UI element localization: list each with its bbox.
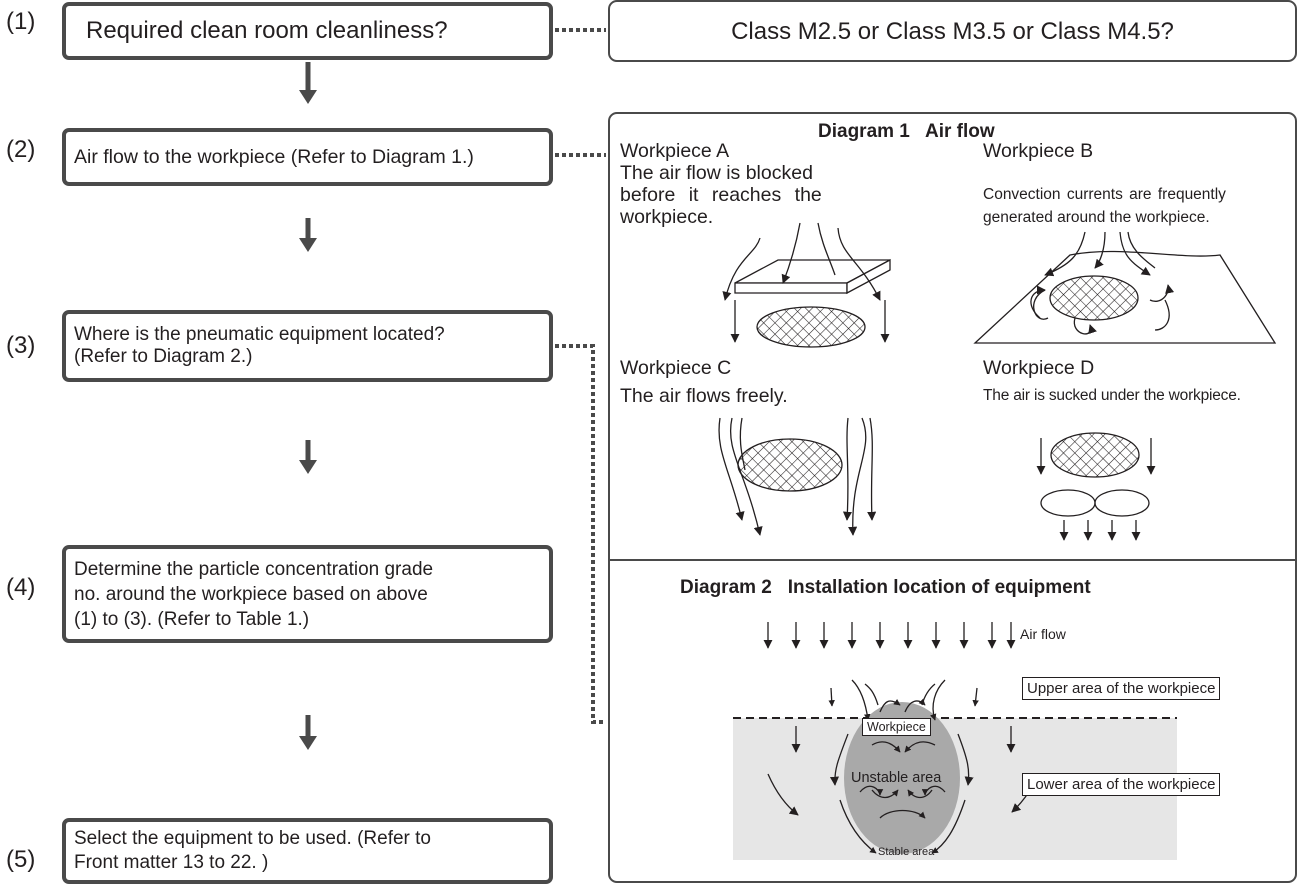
step-5-line-2: Front matter 13 to 22. ) <box>74 852 269 873</box>
workpiece-b-name: Workpiece B <box>983 140 1094 162</box>
step-1-box: Required clean room cleanliness? <box>62 2 553 60</box>
step-4-line-3: (1) to (3). (Refer to Table 1.) <box>74 608 310 630</box>
step-2-number: (2) <box>6 136 36 163</box>
step-5-number: (5) <box>6 846 36 873</box>
diagram-2-title: Diagram 2 Installation location of equip… <box>680 577 1091 598</box>
diagram-2-drawing <box>733 622 1177 860</box>
upper-area-label: Upper area of the workpiece <box>1022 677 1221 700</box>
lower-area-label: Lower area of the workpiece <box>1022 773 1221 796</box>
step-4-number: (4) <box>6 574 36 601</box>
step-3-box: Where is the pneumatic equipment located… <box>62 310 553 382</box>
workpiece-label: Workpiece <box>862 718 931 736</box>
workpiece-a-name: Workpiece A <box>620 140 730 162</box>
workpiece-d-name: Workpiece D <box>983 357 1095 379</box>
workpiece-a-line-2: before it reaches the <box>620 184 822 206</box>
step-2-text: Air flow to the workpiece (Refer to Diag… <box>74 145 474 168</box>
diagram-1-title: Diagram 1 Air flow <box>818 121 995 142</box>
step-4-line-1: Determine the particle concentration gra… <box>74 558 434 580</box>
step-5-line-1: Select the equipment to be used. (Refer … <box>74 828 431 849</box>
workpiece-b-drawing <box>973 231 1277 344</box>
workpiece-a-line-3: workpiece. <box>620 206 714 228</box>
step-1-text: Required clean room cleanliness? <box>86 17 448 44</box>
step-3-line-2: (Refer to Diagram 2.) <box>74 346 253 367</box>
air-flow-label: Air flow <box>1020 626 1066 642</box>
step-3-number: (3) <box>6 332 36 359</box>
unstable-area-label: Unstable area <box>851 770 942 786</box>
stable-area-label: Stable area <box>878 846 935 858</box>
step-2-box: Air flow to the workpiece (Refer to Diag… <box>62 128 553 186</box>
workpiece-c-name: Workpiece C <box>620 357 732 379</box>
class-panel: Class M2.5 or Class M3.5 or Class M4.5? <box>608 0 1297 62</box>
step-4-box: Determine the particle concentration gra… <box>62 545 553 643</box>
step-3-line-1: Where is the pneumatic equipment located… <box>74 324 445 345</box>
workpiece-c-drawing <box>718 417 877 536</box>
workpiece-a-drawing <box>722 222 891 348</box>
flow-arrows <box>299 62 317 750</box>
class-text: Class M2.5 or Class M3.5 or Class M4.5? <box>731 18 1174 45</box>
workpiece-b-line-2: generated around the workpiece. <box>983 209 1210 226</box>
step-1-number: (1) <box>6 8 36 35</box>
dotted-connectors <box>555 28 606 724</box>
step-5-box: Select the equipment to be used. (Refer … <box>62 818 553 884</box>
air-flow-arrows <box>763 622 1016 649</box>
workpiece-a-line-1: The air flow is blocked <box>620 162 813 184</box>
workpiece-d-line-1: The air is sucked under the workpiece. <box>983 387 1241 404</box>
workpiece-d-drawing <box>1036 432 1156 541</box>
workpiece-b-line-1: Convection currents are frequently <box>983 186 1226 203</box>
workpiece-c-line-1: The air flows freely. <box>620 385 788 407</box>
step-4-line-2: no. around the workpiece based on above <box>74 583 428 605</box>
